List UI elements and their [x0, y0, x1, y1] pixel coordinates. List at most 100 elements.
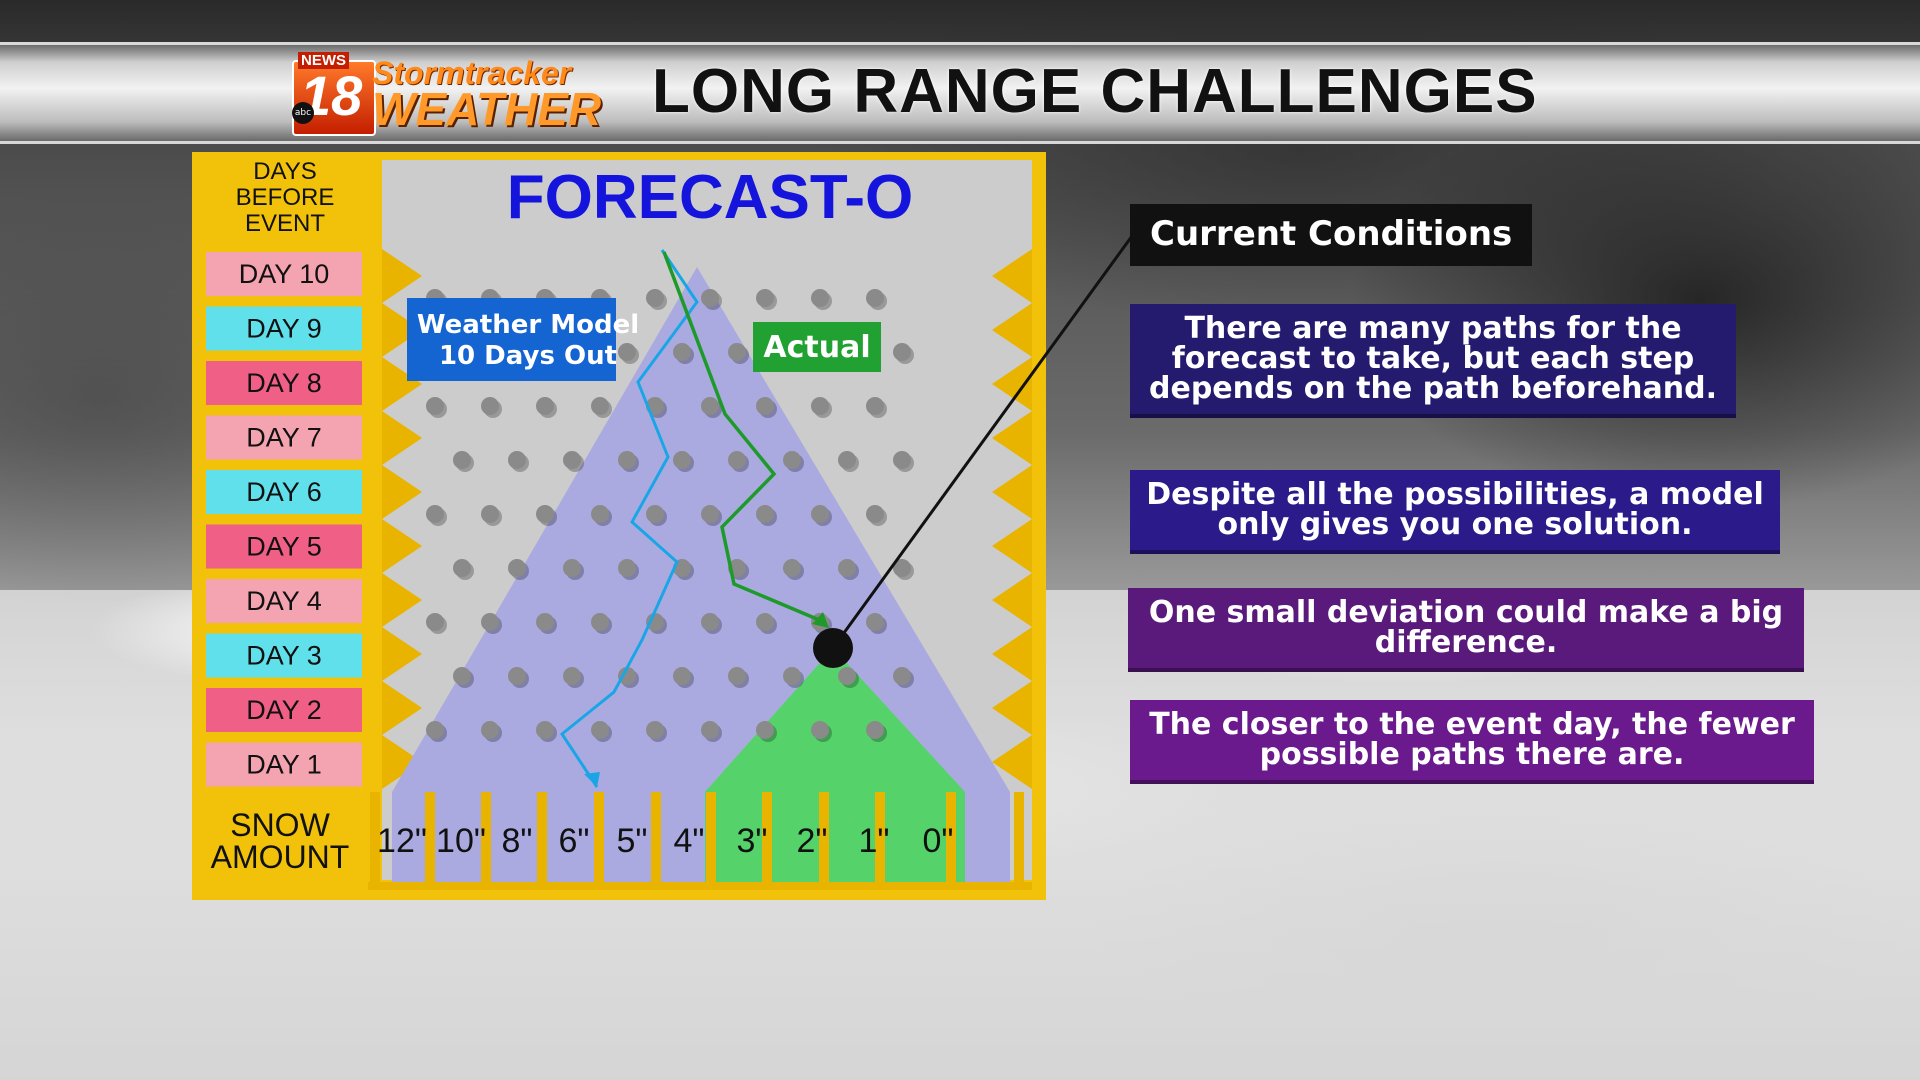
slot-base [368, 882, 1032, 890]
peg [838, 559, 856, 577]
day-label-box [206, 470, 362, 514]
note-one-solution: Despite all the possibilities, a model o… [1130, 470, 1780, 554]
peg [508, 667, 526, 685]
day-label-box [206, 361, 362, 405]
peg [646, 505, 664, 523]
day-label-box [206, 579, 362, 623]
snow-amount-label: 0" [923, 822, 954, 860]
peg [563, 451, 581, 469]
snow-amount-label: 6" [559, 822, 590, 860]
peg [426, 613, 444, 631]
peg [618, 559, 636, 577]
peg [646, 721, 664, 739]
slot-divider [946, 792, 956, 888]
note-line: Despite all the possibilities, a model [1146, 477, 1764, 512]
peg [728, 667, 746, 685]
slot-divider [706, 792, 716, 888]
peg [453, 451, 471, 469]
snow-amount-label: 12" [377, 822, 427, 860]
logo-network: abc [292, 102, 314, 124]
peg [508, 559, 526, 577]
station-logo: NEWS 18 abc Stormtracker WEATHER [292, 52, 637, 136]
peg [783, 451, 801, 469]
days-header-line1: DAYS [253, 158, 317, 185]
snow-amount-label: 4" [674, 822, 705, 860]
peg [783, 667, 801, 685]
day-label-box [206, 742, 362, 787]
logo-news: NEWS [298, 52, 349, 69]
peg [426, 505, 444, 523]
model-possibility-triangle [392, 267, 1010, 792]
snow-amount-label: 1" [859, 822, 890, 860]
slot-divider [370, 792, 380, 888]
peg [618, 667, 636, 685]
current-conditions-label: Current Conditions [1130, 204, 1533, 266]
peg [893, 559, 911, 577]
peg [646, 289, 664, 307]
note-line: The closer to the event day, the fewer [1149, 707, 1795, 742]
peg [811, 397, 829, 415]
day-label: DAY 6 [246, 477, 322, 507]
left-zigzag [382, 249, 422, 789]
slot-divider [651, 792, 661, 888]
peg [453, 667, 471, 685]
peg [756, 721, 774, 739]
slot-divider [481, 792, 491, 888]
peg [811, 289, 829, 307]
note-line: possible paths there are. [1259, 737, 1685, 772]
peg [866, 289, 884, 307]
note-line: only gives you one solution. [1217, 507, 1693, 542]
peg [618, 451, 636, 469]
days-header-line2: BEFORE [236, 184, 335, 211]
model-label-box [407, 298, 616, 381]
peg [536, 721, 554, 739]
peg [701, 505, 719, 523]
model-label-line1: Weather Model [417, 310, 639, 340]
snow-amount-label: 3" [737, 822, 768, 860]
slot-divider [1014, 792, 1024, 888]
day-label-box [206, 524, 362, 569]
actual-path-arrowhead [812, 612, 829, 628]
snow-amount-label: 8" [502, 822, 533, 860]
day-label: DAY 5 [246, 532, 322, 562]
note-line: depends on the path beforehand. [1149, 371, 1717, 406]
day-label-box [206, 633, 362, 678]
peg [838, 667, 856, 685]
peg [756, 397, 774, 415]
peg [481, 721, 499, 739]
snow-header: SNOW AMOUNT [211, 807, 350, 875]
peg [618, 343, 636, 361]
peg [673, 343, 691, 361]
peg [591, 397, 609, 415]
snow-amount-label: 2" [797, 822, 828, 860]
board-title: FORECAST-O [507, 163, 913, 232]
day-label-box [206, 306, 362, 351]
peg [756, 613, 774, 631]
note-many-paths: There are many paths for the forecast to… [1130, 304, 1736, 418]
peg [783, 559, 801, 577]
peg [866, 397, 884, 415]
day-label: DAY 4 [246, 586, 322, 616]
note-line: One small deviation could make a big [1148, 595, 1784, 630]
day-label: DAY 10 [239, 259, 330, 289]
note-line: difference. [1374, 625, 1558, 660]
peg [893, 343, 911, 361]
peg [701, 721, 719, 739]
slot-divider [762, 792, 772, 888]
peg [563, 559, 581, 577]
current-position-marker [813, 628, 853, 668]
note-fewer-paths: The closer to the event day, the fewer p… [1130, 700, 1814, 784]
day-label-box [206, 252, 362, 296]
day-label: DAY 3 [246, 641, 322, 671]
slot-divider [425, 792, 435, 888]
note-line: There are many paths for the [1184, 311, 1682, 346]
day-label: DAY 8 [246, 368, 322, 398]
note-small-deviation: One small deviation could make a big dif… [1128, 588, 1804, 672]
snow-amount-label: 10" [436, 822, 486, 860]
peg [536, 613, 554, 631]
peg [591, 613, 609, 631]
days-header: DAYS BEFORE EVENT [236, 158, 335, 237]
peg [591, 505, 609, 523]
peg [426, 721, 444, 739]
peg [811, 505, 829, 523]
